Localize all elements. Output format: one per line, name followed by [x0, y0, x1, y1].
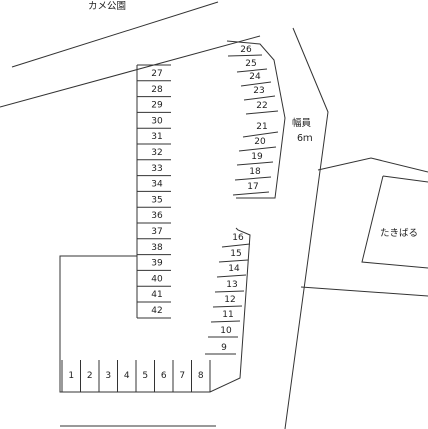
park-boundary-line: [0, 35, 261, 108]
road-width-value: 6ｍ: [297, 133, 313, 144]
road-edge-right: [284, 27, 329, 429]
parking-space-9: 9: [221, 343, 227, 353]
parking-space-13: 13: [226, 280, 237, 290]
parking-space-42: 42: [151, 306, 162, 316]
parking-space-31: 31: [151, 132, 162, 142]
parking-space-12: 12: [224, 295, 235, 305]
parking-space-33: 33: [151, 164, 162, 174]
parking-space-20: 20: [254, 137, 266, 147]
space-divider: [214, 290, 245, 293]
parking-space-8: 8: [198, 371, 204, 381]
parking-space-25: 25: [245, 59, 256, 69]
parking-space-23: 23: [253, 86, 264, 96]
parking-space-3: 3: [105, 371, 111, 381]
parking-space-15: 15: [230, 249, 241, 259]
left-column-spaces: 27 28 29 30 31 32 33 34 35 36 37 38 39 40 41 42: [137, 69, 171, 316]
space-divider: [212, 305, 243, 308]
parking-space-29: 29: [151, 101, 163, 111]
space-divider: [236, 161, 274, 166]
parking-space-7: 7: [179, 371, 185, 381]
space-divider: [221, 243, 251, 248]
space-divider: [243, 95, 276, 101]
parking-space-19: 19: [251, 152, 263, 162]
parking-space-24: 24: [249, 72, 261, 82]
parking-space-35: 35: [151, 195, 162, 205]
neighbor-building-label: たきばる: [380, 228, 418, 239]
lot-boundary-upper-right: [226, 40, 286, 199]
side-road-lower: [300, 286, 428, 297]
parking-space-2: 2: [87, 371, 93, 381]
neighbor-building-outline: [361, 175, 428, 269]
lower-right-spaces: 16 15 14 13 12 11 10 9: [205, 233, 251, 355]
park-boundary-line: [11, 1, 219, 68]
parking-space-4: 4: [124, 371, 130, 381]
parking-space-28: 28: [151, 85, 163, 95]
parking-space-14: 14: [228, 264, 240, 274]
space-divider: [245, 110, 279, 115]
park-label: カメ公園: [88, 1, 126, 12]
parking-space-38: 38: [151, 243, 163, 253]
parking-space-17: 17: [247, 182, 258, 192]
parking-space-1: 1: [68, 371, 74, 381]
space-divider: [236, 68, 268, 73]
road-width-label: 幅員: [292, 117, 312, 129]
parking-space-27: 27: [151, 69, 162, 79]
upper-right-spaces: 26 25 24 23 22 21 20 19 18 17: [227, 45, 279, 196]
parking-space-26: 26: [240, 45, 252, 55]
parking-space-34: 34: [151, 180, 163, 190]
parking-space-6: 6: [161, 371, 167, 381]
space-divider: [227, 54, 263, 57]
parking-space-21: 21: [256, 122, 267, 132]
space-divider: [210, 320, 241, 323]
space-divider: [232, 191, 270, 196]
parking-space-10: 10: [220, 326, 232, 336]
side-road-upper: [317, 157, 428, 173]
parking-space-22: 22: [256, 101, 267, 111]
parking-space-36: 36: [151, 211, 163, 221]
parking-space-5: 5: [142, 371, 148, 381]
space-divider: [240, 81, 272, 87]
parking-space-40: 40: [151, 274, 163, 284]
bottom-row-spaces: 1 2 3 4 5 6 7 8: [61, 360, 211, 392]
parking-space-37: 37: [151, 227, 162, 237]
parking-space-30: 30: [151, 116, 163, 126]
space-divider: [218, 259, 249, 263]
space-divider: [216, 274, 247, 278]
space-divider: [242, 131, 279, 138]
parking-space-39: 39: [151, 259, 163, 269]
parking-space-41: 41: [151, 290, 162, 300]
space-divider: [234, 176, 272, 181]
space-divider: [238, 146, 277, 152]
lot-boundary-lower: [59, 227, 251, 393]
parking-space-16: 16: [232, 233, 244, 243]
parking-space-32: 32: [151, 148, 162, 158]
parking-space-11: 11: [222, 310, 233, 320]
parking-space-18: 18: [249, 167, 261, 177]
